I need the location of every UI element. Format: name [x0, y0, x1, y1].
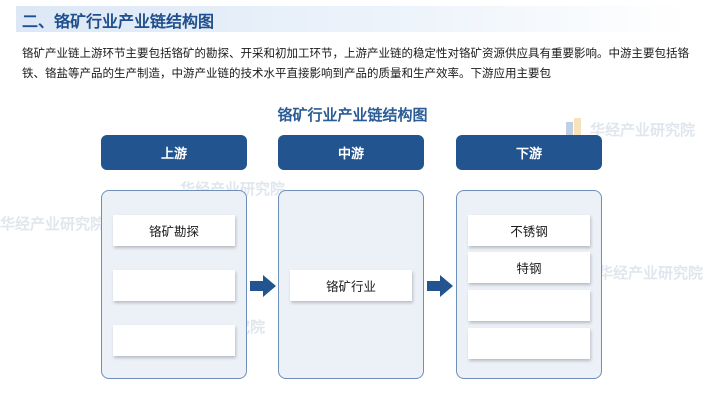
stage-panel-downstream: 不锈钢 特钢 — [456, 190, 602, 379]
section-header: 二、铬矿行业产业链结构图 — [16, 6, 689, 32]
stage-header-downstream: 下游 — [456, 135, 602, 170]
stage-item — [113, 270, 235, 301]
watermark-text: 华经产业研究院 — [0, 215, 106, 233]
stage-item: 铬矿行业 — [290, 270, 412, 301]
flow-arrow-icon — [427, 274, 453, 298]
stage-item — [468, 290, 590, 321]
flow-arrow-icon — [250, 274, 276, 298]
stage-header-upstream: 上游 — [101, 135, 247, 170]
intro-paragraph: 铬矿产业链上游环节主要包括铬矿的勘探、开采和初加工环节，上游产业链的稳定性对铬矿… — [22, 46, 689, 80]
stage-item — [113, 325, 235, 356]
stage-panel-upstream: 铬矿勘探 — [101, 190, 247, 379]
stage-panel-midstream: 铬矿行业 — [278, 190, 424, 379]
stage-item: 铬矿勘探 — [113, 215, 235, 246]
stage-item: 特钢 — [468, 252, 590, 283]
diagram-title: 铬矿行业产业链结构图 — [277, 106, 428, 124]
watermark-text: 华经产业研究院 — [598, 264, 704, 282]
stage-item: 不锈钢 — [468, 215, 590, 246]
stage-header-midstream: 中游 — [278, 135, 424, 170]
stage-item — [468, 328, 590, 359]
section-title: 二、铬矿行业产业链结构图 — [22, 12, 215, 31]
